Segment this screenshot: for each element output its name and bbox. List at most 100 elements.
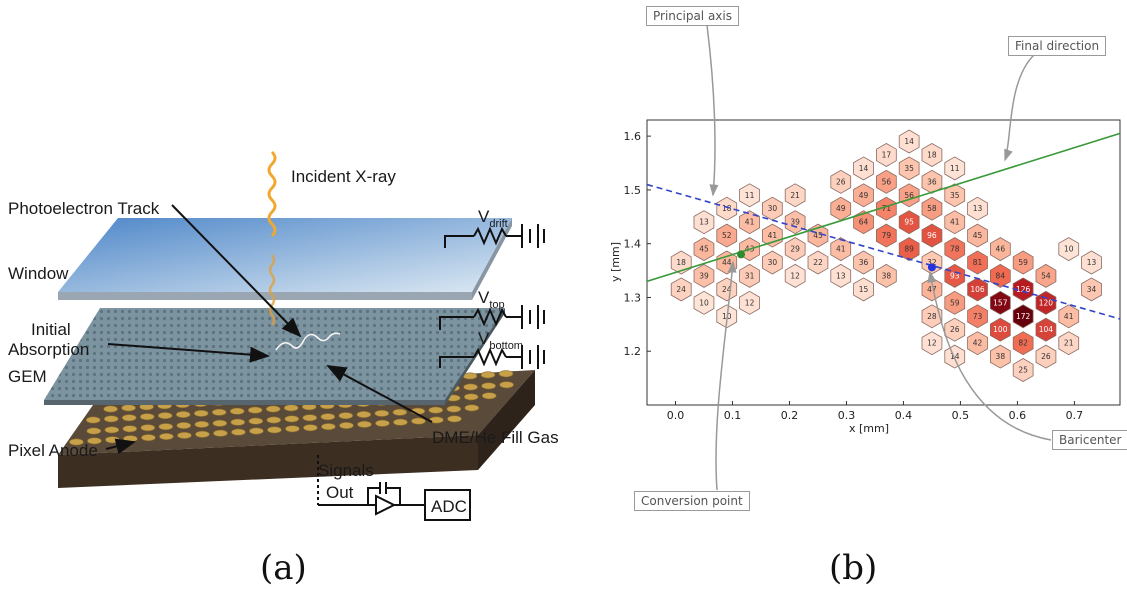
x-tick-label: 0.1 [724,409,742,422]
hex-pixel [989,344,1011,369]
hex-value-label: 24 [676,285,686,294]
hex-pixel [921,223,943,248]
anode-pad [195,430,210,438]
label-window: Window [8,264,69,283]
caption-b: (b) [829,548,878,588]
hex-pixel [1035,290,1057,315]
hex-pixel [1081,277,1102,302]
hex-value-label: 46 [996,245,1006,254]
anode-pad [231,428,246,436]
hex-value-label: 36 [859,258,869,267]
hex-pixel [898,210,920,235]
final-leader [1004,53,1036,162]
hex-value-label: 104 [1039,325,1054,334]
y-tick-label: 1.2 [624,345,642,358]
anode-pad [283,404,299,412]
hex-value-label: 41 [950,218,960,227]
anode-pad [177,431,192,439]
anode-pad [141,434,156,442]
label-gem: GEM [8,367,47,386]
anode-pad [374,409,390,417]
hex-pixel [1035,263,1057,288]
anode-pad [303,424,318,432]
hex-value-label: 84 [996,271,1006,280]
anode-pad [104,426,120,434]
hex-value-label: 13 [1087,258,1097,267]
anode-pad [87,437,102,445]
hex-value-label: 30 [768,258,778,267]
hex-pixel [921,143,943,167]
hex-pixel [716,277,738,302]
detector-schematic: Incident X-ray Photoelectron Track Windo… [8,150,559,521]
hex-value-label: 12 [790,271,800,280]
hex-value-label: 25 [1018,366,1028,375]
hex-pixel [967,277,988,302]
hex-pixel [739,263,760,288]
anode-pad [176,421,192,429]
hex-value-label: 39 [790,218,800,227]
anode-pad [212,419,228,427]
out-label: Out [326,483,354,502]
anode-pad [140,424,156,432]
hex-value-label: 11 [745,191,755,200]
anode-pad [428,406,444,414]
anode-pad [122,425,138,433]
hex-pixel [693,237,715,262]
hex-pixel [875,223,897,248]
x-tick-label: 0.0 [667,409,685,422]
hex-value-label: 41 [836,245,846,254]
hex-pixel [830,263,852,288]
adc-label: ADC [431,497,467,516]
hex-value-label: 35 [904,164,914,173]
hex-pixel [853,183,874,208]
hex-pixel [1058,331,1080,356]
anode-pad [393,418,408,426]
anode-pad [103,405,118,413]
hex-pixel [670,277,692,302]
hex-value-label: 49 [859,191,869,200]
anode-pad [285,425,300,433]
anode-pad [481,392,497,400]
anode-pad [411,417,426,425]
hex-value-label: 79 [882,231,892,240]
hex-value-label: 157 [993,298,1008,307]
xray-wave [267,150,277,238]
hex-value-label: 21 [790,191,800,200]
hex-value-label: 26 [836,177,846,186]
hex-pixel [784,263,806,288]
hex-value-label: 45 [699,245,709,254]
hex-value-label: 21 [1064,339,1074,348]
anode-pad [247,406,263,414]
baricenter-annotation: Baricenter [1052,430,1127,450]
hex-pixel [944,317,966,342]
caption-a: (a) [260,548,307,588]
hex-pixel [853,250,874,275]
hex-pixel [944,183,966,208]
anode-pad [284,415,300,423]
hex-value-label: 35 [950,191,960,200]
hex-pixel [898,156,920,181]
hex-pixel [830,237,852,262]
y-tick-label: 1.3 [624,291,642,304]
hex-pixel [921,331,943,356]
hex-pixel [1012,358,1034,382]
hex-value-label: 30 [768,204,778,213]
hex-value-label: 36 [927,177,937,186]
anode-pad [211,408,227,416]
label-incident: Incident X-ray [291,167,396,186]
track-arrow [171,204,302,338]
hex-value-label: 10 [1064,245,1074,254]
hex-value-label: 96 [927,231,937,240]
v-top-source [439,305,545,330]
x-tick-label: 0.4 [895,409,913,422]
anode-pad [230,418,246,426]
label-anode: Pixel Anode [8,441,98,460]
anode-pad [339,421,354,429]
anode-pad [249,427,264,435]
hex-value-label: 59 [950,298,960,307]
conversion-point-annotation: Conversion point [634,491,750,511]
hex-value-label: 18 [676,258,686,267]
hex-value-label: 41 [1064,312,1074,321]
hex-value-label: 44 [722,258,732,267]
